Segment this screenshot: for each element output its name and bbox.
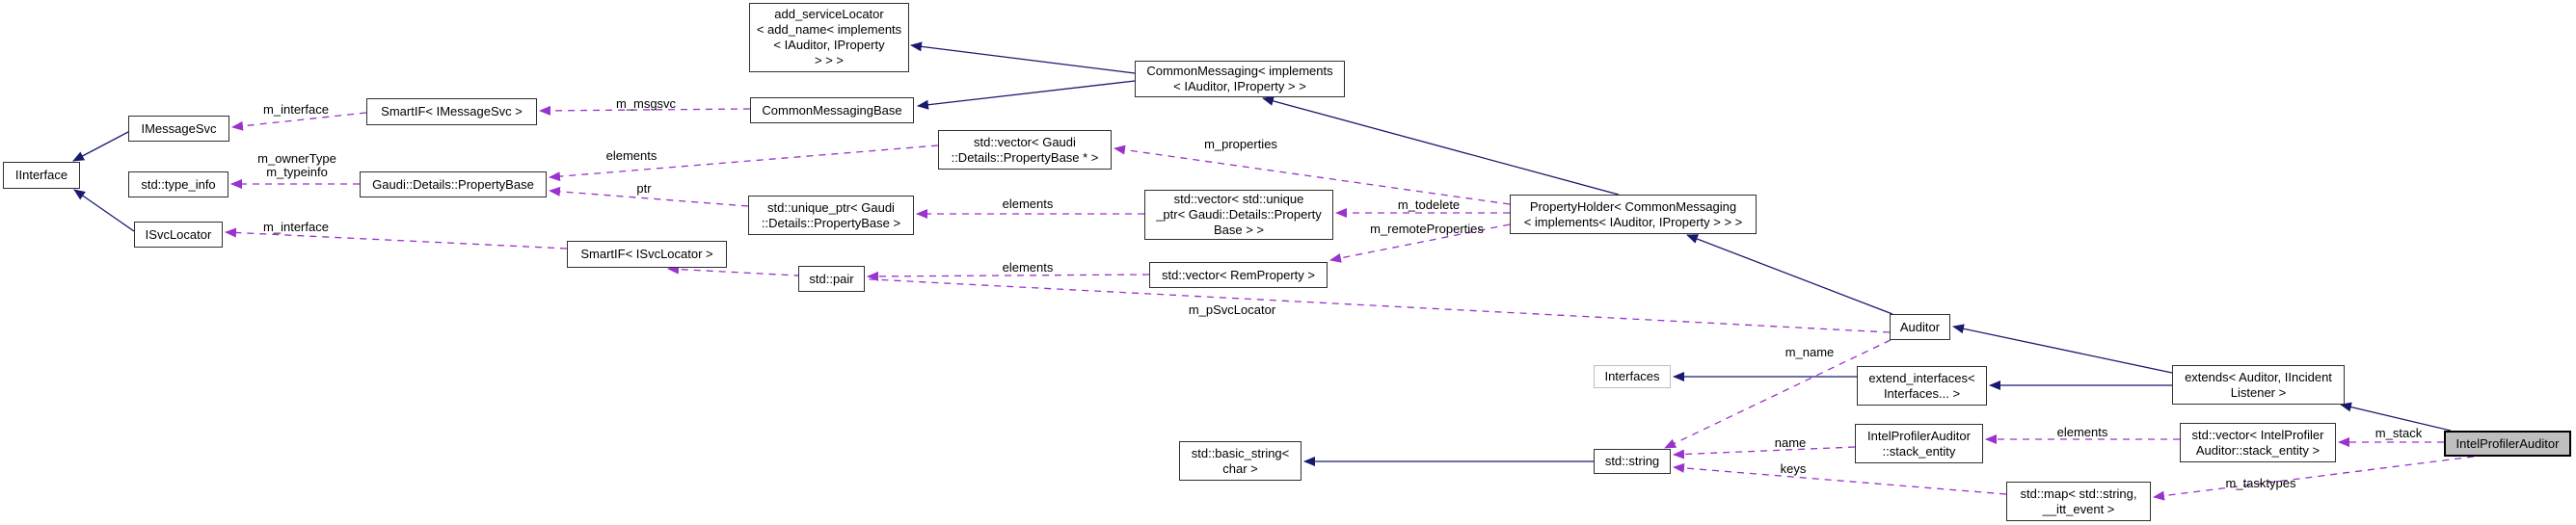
- edge-vectorremproperty-stdpair: [867, 271, 1150, 281]
- edge-propertyholder-commonmessaging: [1262, 96, 1620, 196]
- node-extend-interfaces[interactable]: extend_interfaces< Interfaces... >: [1857, 366, 1987, 406]
- edge-label-elements-stack: elements: [2056, 425, 2108, 439]
- node-std-map-itt-event[interactable]: std::map< std::string, __itt_event >: [2006, 482, 2151, 521]
- node-gaudi-propertybase[interactable]: Gaudi::Details::PropertyBase: [360, 171, 547, 197]
- edge-vectorpropertybaseptr-propertybase: [549, 144, 939, 182]
- edge-stdmap-stdstring: [1673, 462, 2007, 495]
- edge-isvclocator-iinterface: [73, 189, 135, 232]
- node-auditor[interactable]: Auditor: [1890, 314, 1950, 340]
- node-smartif-isvclocator[interactable]: SmartIF< ISvcLocator >: [567, 241, 727, 268]
- edge-commonmessagingbase-smartifimessagesvc: [539, 105, 751, 116]
- node-add-servicelocator[interactable]: add_serviceLocator < add_name< implement…: [749, 3, 909, 72]
- edge-smartifisvclocator-isvclocator: [225, 227, 568, 249]
- node-std-unique-ptr-propertybase[interactable]: std::unique_ptr< Gaudi ::Details::Proper…: [748, 196, 914, 235]
- edge-label-ptr: ptr: [636, 181, 652, 196]
- node-std-vector-stack-entity[interactable]: std::vector< IntelProfiler Auditor::stac…: [2180, 423, 2336, 462]
- node-std-pair[interactable]: std::pair: [798, 266, 865, 292]
- edge-stackentity-stdstring: [1673, 446, 1856, 459]
- edge-label-m-msgsvc: m_msgsvc: [615, 96, 677, 111]
- edge-propertyholder-vectorremproperty: [1329, 223, 1511, 263]
- edge-label-name: name: [1774, 435, 1807, 450]
- edge-label-m-properties: m_properties: [1204, 137, 1277, 151]
- edge-smartifimessagesvc-imessagesvc: [231, 112, 367, 131]
- edge-propertyholder-vectorpropertybaseptr: [1114, 144, 1511, 205]
- edge-commonmessaging-commonmessagingbase: [917, 80, 1136, 110]
- node-std-vector-remproperty[interactable]: std::vector< RemProperty >: [1149, 262, 1328, 288]
- edge-label-m-todelete: m_todelete: [1397, 197, 1461, 212]
- edge-label-m-interface-svc: m_interface: [263, 220, 329, 234]
- edge-label-elements-vector-pb: elements: [605, 148, 657, 163]
- edge-auditor-smartifisvclocator: [667, 264, 1891, 333]
- edge-extends-auditor: [1952, 324, 2173, 374]
- edge-label-elements-unique: elements: [1002, 197, 1054, 211]
- edge-label-m-interface-msgsvc: m_interface: [263, 102, 329, 117]
- node-std-string[interactable]: std::string: [1594, 449, 1671, 474]
- node-commonmessagingbase[interactable]: CommonMessagingBase: [750, 97, 914, 123]
- node-intelprofilerauditor: IntelProfilerAuditor: [2444, 431, 2571, 457]
- edge-label-m-stack: m_stack: [2375, 426, 2423, 440]
- node-iinterface[interactable]: IInterface: [3, 162, 80, 189]
- edge-label-keys: keys: [1780, 461, 1807, 476]
- edge-commonmessaging-addservicelocator: [910, 41, 1136, 74]
- edge-auditor-propertyholder: [1686, 234, 1893, 315]
- edge-label-m-remoteproperties: m_remoteProperties: [1370, 222, 1484, 236]
- edge-uniqueptr-propertybase: [549, 186, 749, 207]
- node-std-vector-propertybase-ptr[interactable]: std::vector< Gaudi ::Details::PropertyBa…: [938, 130, 1112, 170]
- edge-label-elements-pair: elements: [1002, 260, 1054, 275]
- node-std-basic-string[interactable]: std::basic_string< char >: [1179, 441, 1301, 481]
- edge-imessagesvc-iinterface: [72, 131, 129, 162]
- node-propertyholder[interactable]: PropertyHolder< CommonMessaging < implem…: [1510, 195, 1757, 234]
- edge-intelprofilerauditor-extends: [2340, 402, 2452, 432]
- edge-label-m-psvclocator: m_pSvcLocator: [1188, 302, 1276, 317]
- node-std-vector-unique-ptr[interactable]: std::vector< std::unique _ptr< Gaudi::De…: [1144, 190, 1333, 240]
- edge-auditor-stdstring: [1664, 339, 1892, 449]
- node-interfaces[interactable]: Interfaces: [1594, 365, 1671, 388]
- node-std-type-info[interactable]: std::type_info: [128, 171, 228, 197]
- edge-label-m-name: m_name: [1784, 345, 1835, 359]
- node-commonmessaging[interactable]: CommonMessaging< implements < IAuditor, …: [1135, 61, 1345, 97]
- node-extends-auditor-iincidentlistener[interactable]: extends< Auditor, IIncident Listener >: [2172, 365, 2345, 405]
- edge-label-m-tasktypes: m_tasktypes: [2225, 476, 2296, 490]
- node-smartif-imessagesvc[interactable]: SmartIF< IMessageSvc >: [366, 98, 537, 125]
- edge-label-m-ownertype-typeinfo: m_ownerType m_typeinfo: [257, 151, 336, 179]
- node-imessagesvc[interactable]: IMessageSvc: [128, 116, 229, 142]
- node-isvclocator[interactable]: ISvcLocator: [134, 222, 223, 248]
- node-stack-entity[interactable]: IntelProfilerAuditor ::stack_entity: [1855, 424, 1983, 463]
- edge-intelprofilerauditor-stdmap: [2153, 456, 2475, 501]
